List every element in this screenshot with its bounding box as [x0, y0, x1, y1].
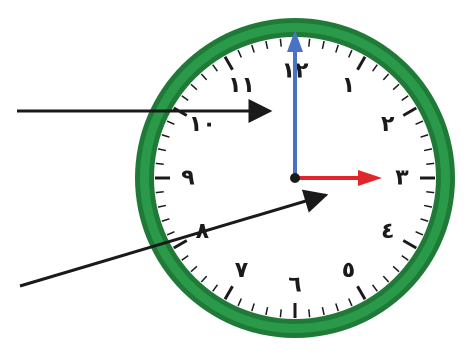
clock-numeral: ٥ [342, 258, 355, 283]
minute-tick [309, 39, 310, 47]
minute-tick [426, 192, 434, 193]
minute-tick [156, 192, 164, 193]
clock-center-cap [290, 173, 300, 183]
clock-numeral: ٢ [381, 112, 395, 137]
clock-numeral: ٧ [235, 258, 249, 283]
minute-tick [280, 309, 281, 317]
clock-numeral: ٤ [381, 219, 394, 244]
clock-numeral: ١ [342, 73, 355, 98]
clock-numeral: ٦ [288, 273, 301, 298]
clock-numeral: ١١ [228, 73, 255, 98]
clock-numeral: ٩ [181, 166, 194, 191]
clock-numeral: ١٠ [189, 112, 216, 137]
minute-tick [156, 163, 164, 164]
minute-tick [426, 163, 434, 164]
minute-tick [309, 309, 310, 317]
minute-tick [280, 39, 281, 47]
clock-numeral: ٣ [395, 166, 409, 191]
